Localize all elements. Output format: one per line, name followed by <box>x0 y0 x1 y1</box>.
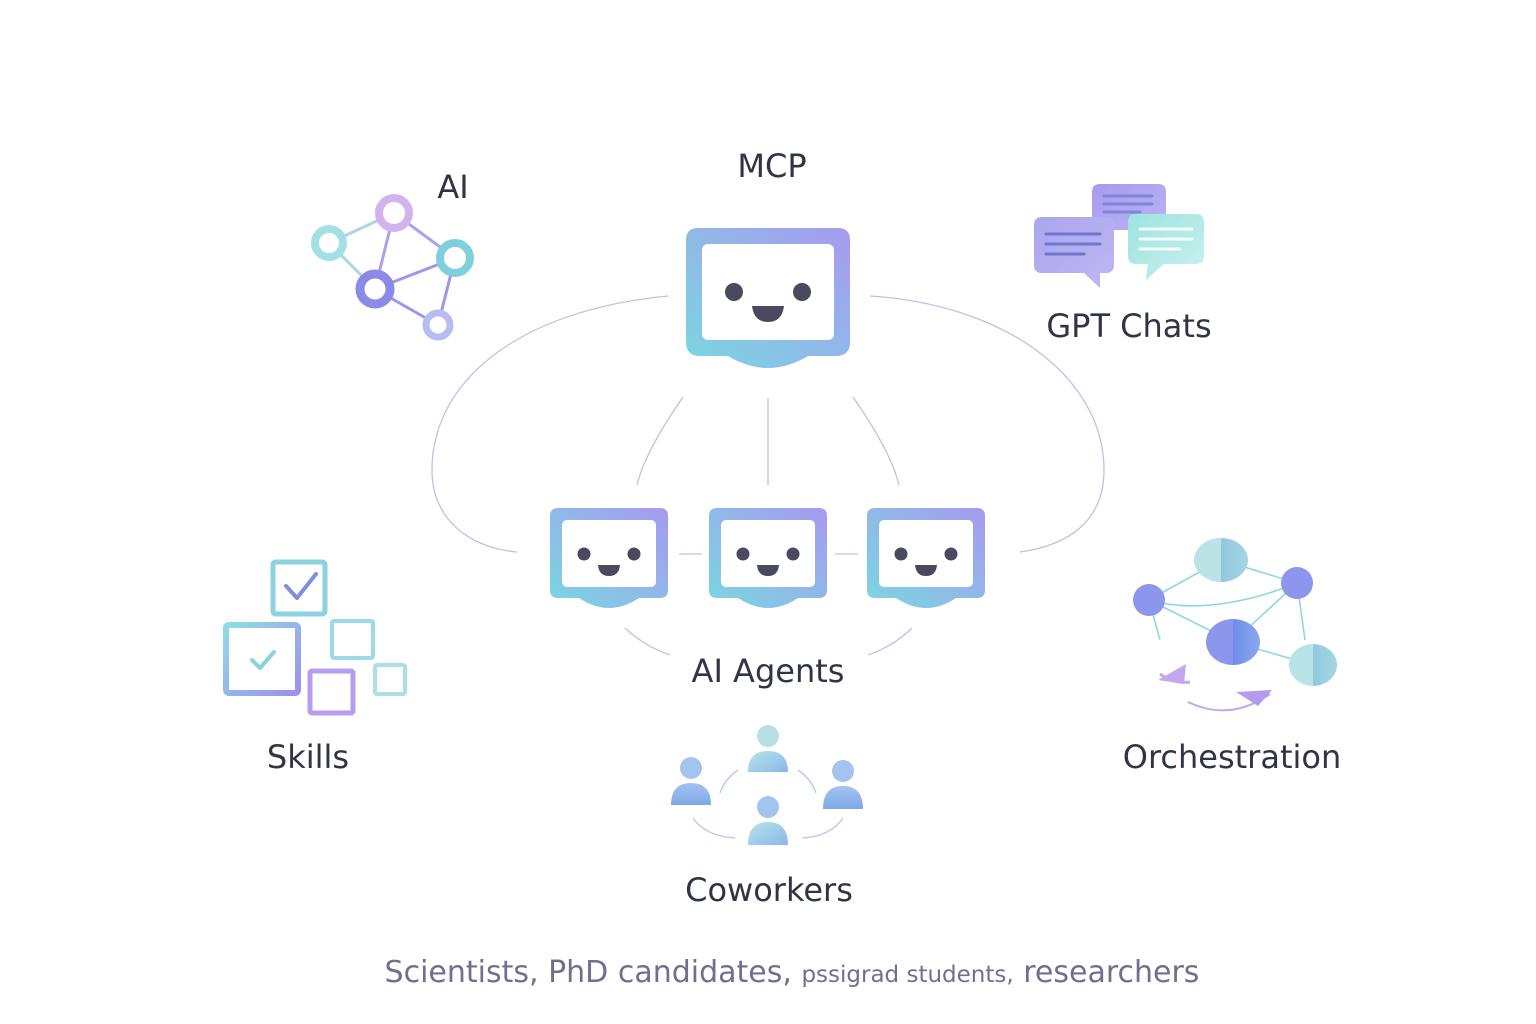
connector-right-arc <box>869 295 1105 553</box>
footer-part-3: researchers <box>1023 955 1200 990</box>
agent-robot-icon-3 <box>867 508 985 608</box>
ai-agents-label: AI Agents <box>691 652 845 690</box>
orchestration-label: Orchestration <box>1122 738 1342 776</box>
connector-agents-bottom-left <box>624 627 671 656</box>
footer-part-1: Scientists, PhD candidates, <box>384 955 792 990</box>
skills-label: Skills <box>266 738 350 776</box>
connector-agents-bottom-right <box>867 627 913 656</box>
coworkers-label: Coworkers <box>685 871 853 909</box>
audience-footer: Scientists, PhD candidates, pssigrad stu… <box>385 958 1200 988</box>
ai-label: AI <box>437 168 469 206</box>
network-graph-icon <box>311 194 474 341</box>
people-group-icon <box>671 725 863 845</box>
orchestration-network-icon <box>1133 538 1337 712</box>
gpt-chats-label: GPT Chats <box>1046 307 1212 345</box>
agent-robot-icon-2 <box>709 508 827 608</box>
mcp-robot-icon <box>686 228 850 368</box>
footer-part-2: pssigrad students, <box>801 962 1014 988</box>
agent-robot-icon-1 <box>550 508 668 608</box>
mcp-label: MCP <box>737 147 807 185</box>
connector-mcp-agent-right <box>852 396 900 486</box>
checkbox-squares-icon <box>223 559 407 716</box>
chat-bubbles-icon <box>1034 184 1204 288</box>
connector-left-arc <box>431 295 669 553</box>
connector-lines <box>431 295 1105 656</box>
connector-mcp-agent-left <box>636 396 684 486</box>
